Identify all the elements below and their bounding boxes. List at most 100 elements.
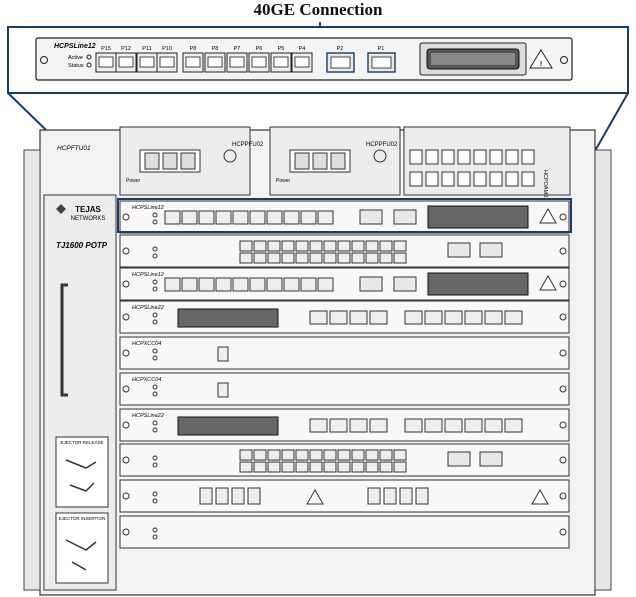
alarm-jack[interactable]: [521, 171, 535, 187]
alarm-jack[interactable]: [409, 149, 423, 165]
mdr-connector[interactable]: [427, 205, 529, 229]
sfp-port[interactable]: [464, 310, 483, 325]
rj45-port[interactable]: [295, 252, 309, 264]
sfp-port[interactable]: [300, 210, 317, 225]
sfp-port[interactable]: [329, 310, 348, 325]
rj45-port[interactable]: [239, 461, 253, 473]
mdr-connector[interactable]: [427, 272, 529, 296]
rj45-port[interactable]: [253, 240, 267, 252]
rj45-port[interactable]: [393, 240, 407, 252]
alarm-jack[interactable]: [473, 171, 487, 187]
rj45-port[interactable]: [267, 449, 281, 461]
rj45-port[interactable]: [239, 449, 253, 461]
alarm-jack[interactable]: [505, 149, 519, 165]
rj45-port[interactable]: [309, 240, 323, 252]
sfp-port[interactable]: [215, 210, 232, 225]
sfp-port[interactable]: [283, 210, 300, 225]
sfp-port[interactable]: [181, 277, 198, 292]
rj45-port[interactable]: [379, 449, 393, 461]
rj45-port[interactable]: [351, 461, 365, 473]
sfp-port[interactable]: [266, 277, 283, 292]
rj45-port[interactable]: [393, 461, 407, 473]
alarm-jack[interactable]: [473, 149, 487, 165]
rj45-port[interactable]: [281, 240, 295, 252]
sfp-port[interactable]: [369, 418, 388, 433]
rj45-port[interactable]: [379, 252, 393, 264]
chassis-handle[interactable]: [60, 283, 68, 397]
mdr-connector[interactable]: [177, 416, 279, 436]
rj45-port[interactable]: [295, 461, 309, 473]
sfp-port[interactable]: [349, 418, 368, 433]
qsfp-port[interactable]: [359, 276, 383, 292]
sfp-port[interactable]: [424, 418, 443, 433]
sfp-port[interactable]: [369, 310, 388, 325]
rj45-port[interactable]: [365, 252, 379, 264]
rj45-port[interactable]: [267, 252, 281, 264]
sfp-port[interactable]: [283, 277, 300, 292]
rj45-port[interactable]: [337, 461, 351, 473]
alarm-jack[interactable]: [489, 171, 503, 187]
sfp-port[interactable]: [464, 418, 483, 433]
sfp-port[interactable]: [164, 210, 181, 225]
qsfp-port[interactable]: [359, 209, 383, 225]
rj45-port[interactable]: [379, 240, 393, 252]
sfp-port[interactable]: [181, 210, 198, 225]
mdr-connector[interactable]: [177, 308, 279, 328]
sfp-port[interactable]: [504, 310, 523, 325]
rj45-port[interactable]: [323, 461, 337, 473]
alarm-jack[interactable]: [505, 171, 519, 187]
rj45-port[interactable]: [281, 449, 295, 461]
sfp-port[interactable]: [504, 418, 523, 433]
alarm-jack[interactable]: [457, 171, 471, 187]
sfp-port[interactable]: [404, 310, 423, 325]
sfp-port[interactable]: [349, 310, 368, 325]
rj45-port[interactable]: [309, 252, 323, 264]
sfp-port[interactable]: [249, 277, 266, 292]
qsfp-port[interactable]: [393, 276, 417, 292]
rj45-port[interactable]: [365, 461, 379, 473]
sfp-port[interactable]: [424, 310, 443, 325]
qsfp-port[interactable]: [393, 209, 417, 225]
rj45-port[interactable]: [365, 449, 379, 461]
alarm-jack[interactable]: [441, 171, 455, 187]
alarm-jack[interactable]: [457, 149, 471, 165]
rj45-port[interactable]: [351, 252, 365, 264]
alarm-jack[interactable]: [489, 149, 503, 165]
sfp-port[interactable]: [484, 310, 503, 325]
sfp-port[interactable]: [317, 210, 334, 225]
diag-port[interactable]: [217, 382, 229, 398]
sfp-port[interactable]: [232, 277, 249, 292]
rj45-port[interactable]: [239, 240, 253, 252]
rj45-port[interactable]: [309, 461, 323, 473]
alarm-jack[interactable]: [425, 149, 439, 165]
rj45-port[interactable]: [351, 240, 365, 252]
sfp-port[interactable]: [300, 277, 317, 292]
alarm-jack[interactable]: [521, 149, 535, 165]
sfp-port[interactable]: [444, 310, 463, 325]
rj45-port[interactable]: [337, 240, 351, 252]
sfp-port[interactable]: [215, 277, 232, 292]
rj45-port[interactable]: [323, 240, 337, 252]
alarm-jack[interactable]: [425, 171, 439, 187]
rj45-port[interactable]: [351, 449, 365, 461]
rj45-port[interactable]: [323, 252, 337, 264]
rj45-port[interactable]: [337, 252, 351, 264]
rj45-port[interactable]: [295, 449, 309, 461]
rj45-port[interactable]: [281, 461, 295, 473]
diag-port[interactable]: [217, 346, 229, 362]
sfp-port[interactable]: [309, 310, 328, 325]
rj45-port[interactable]: [239, 252, 253, 264]
rj45-port[interactable]: [379, 461, 393, 473]
rj45-port[interactable]: [337, 449, 351, 461]
sfp-port[interactable]: [198, 210, 215, 225]
rj45-port[interactable]: [253, 449, 267, 461]
rj45-port[interactable]: [281, 252, 295, 264]
sfp-port[interactable]: [309, 418, 328, 433]
sfp-port[interactable]: [249, 210, 266, 225]
sfp-port[interactable]: [404, 418, 423, 433]
rj45-port[interactable]: [393, 449, 407, 461]
rj45-port[interactable]: [267, 240, 281, 252]
sfp-port[interactable]: [329, 418, 348, 433]
alarm-jack[interactable]: [441, 149, 455, 165]
sfp-port[interactable]: [317, 277, 334, 292]
